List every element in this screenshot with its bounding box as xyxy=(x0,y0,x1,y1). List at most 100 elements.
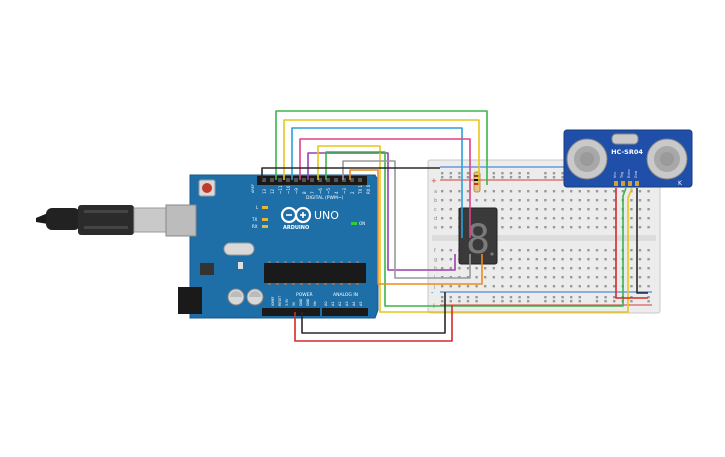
breadboard-hole[interactable] xyxy=(613,267,616,270)
breadboard-hole[interactable] xyxy=(552,199,556,202)
breadboard-hole[interactable] xyxy=(561,276,564,279)
breadboard-hole[interactable] xyxy=(501,276,504,279)
breadboard-hole[interactable] xyxy=(449,267,452,270)
breadboard-hole[interactable] xyxy=(604,300,607,303)
breadboard-hole[interactable] xyxy=(449,249,452,252)
breadboard-hole[interactable] xyxy=(527,267,530,270)
breadboard-hole[interactable] xyxy=(492,199,495,202)
breadboard-hole[interactable] xyxy=(518,285,521,288)
breadboard-hole[interactable] xyxy=(535,258,538,261)
breadboard-hole[interactable] xyxy=(621,190,624,193)
breadboard-hole[interactable] xyxy=(492,285,495,288)
breadboard-hole[interactable] xyxy=(466,199,470,202)
breadboard-hole[interactable] xyxy=(544,276,547,279)
breadboard-hole[interactable] xyxy=(458,267,461,270)
breadboard-hole[interactable] xyxy=(509,258,513,261)
breadboard-hole[interactable] xyxy=(587,226,590,229)
breadboard-hole[interactable] xyxy=(613,300,616,303)
breadboard-hole[interactable] xyxy=(509,217,513,220)
breadboard-hole[interactable] xyxy=(604,296,607,299)
breadboard-hole[interactable] xyxy=(535,217,538,220)
breadboard-hole[interactable] xyxy=(638,199,642,202)
breadboard-hole[interactable] xyxy=(647,226,650,229)
breadboard-hole[interactable] xyxy=(595,300,599,303)
breadboard-hole[interactable] xyxy=(449,258,452,261)
breadboard-hole[interactable] xyxy=(561,267,564,270)
breadboard-hole[interactable] xyxy=(518,217,521,220)
breadboard-hole[interactable] xyxy=(552,190,556,193)
breadboard-hole[interactable] xyxy=(509,172,513,175)
breadboard-hole[interactable] xyxy=(466,176,470,179)
breadboard-hole[interactable] xyxy=(544,285,547,288)
breadboard-hole[interactable] xyxy=(501,285,504,288)
breadboard-hole[interactable] xyxy=(458,190,461,193)
breadboard-hole[interactable] xyxy=(604,249,607,252)
breadboard-hole[interactable] xyxy=(492,190,495,193)
breadboard-hole[interactable] xyxy=(552,267,556,270)
breadboard-hole[interactable] xyxy=(578,285,581,288)
breadboard-hole[interactable] xyxy=(647,190,650,193)
breadboard-hole[interactable] xyxy=(458,296,461,299)
breadboard-hole[interactable] xyxy=(604,285,607,288)
breadboard-hole[interactable] xyxy=(587,285,590,288)
breadboard-hole[interactable] xyxy=(587,249,590,252)
breadboard-hole[interactable] xyxy=(475,285,478,288)
breadboard-hole[interactable] xyxy=(570,267,573,270)
breadboard-hole[interactable] xyxy=(466,285,470,288)
breadboard-hole[interactable] xyxy=(604,267,607,270)
breadboard-hole[interactable] xyxy=(647,300,650,303)
breadboard-hole[interactable] xyxy=(630,249,633,252)
breadboard-hole[interactable] xyxy=(441,172,444,175)
breadboard-hole[interactable] xyxy=(570,190,573,193)
breadboard-hole[interactable] xyxy=(613,208,616,211)
wire-black-sensor[interactable] xyxy=(636,188,648,294)
breadboard-hole[interactable] xyxy=(518,226,521,229)
breadboard-hole[interactable] xyxy=(587,258,590,261)
breadboard-hole[interactable] xyxy=(552,217,556,220)
breadboard-hole[interactable] xyxy=(535,267,538,270)
breadboard-hole[interactable] xyxy=(544,258,547,261)
breadboard-hole[interactable] xyxy=(595,226,599,229)
breadboard-hole[interactable] xyxy=(587,267,590,270)
breadboard-hole[interactable] xyxy=(449,217,452,220)
breadboard-hole[interactable] xyxy=(535,276,538,279)
breadboard-hole[interactable] xyxy=(518,208,521,211)
breadboard-hole[interactable] xyxy=(578,300,581,303)
wire-pink[interactable] xyxy=(299,138,471,238)
breadboard-hole[interactable] xyxy=(484,285,487,288)
breadboard-hole[interactable] xyxy=(638,258,642,261)
breadboard-hole[interactable] xyxy=(613,226,616,229)
breadboard-hole[interactable] xyxy=(501,258,504,261)
breadboard-hole[interactable] xyxy=(638,226,642,229)
breadboard-hole[interactable] xyxy=(527,300,530,303)
breadboard-hole[interactable] xyxy=(630,285,633,288)
breadboard-hole[interactable] xyxy=(604,276,607,279)
breadboard-hole[interactable] xyxy=(595,296,599,299)
breadboard-hole[interactable] xyxy=(570,258,573,261)
breadboard-hole[interactable] xyxy=(527,208,530,211)
wire-black-top[interactable] xyxy=(261,167,440,180)
breadboard-hole[interactable] xyxy=(570,300,573,303)
breadboard-hole[interactable] xyxy=(578,226,581,229)
breadboard-hole[interactable] xyxy=(544,296,547,299)
breadboard-hole[interactable] xyxy=(578,208,581,211)
digital-header-pins[interactable] xyxy=(262,178,362,182)
breadboard-hole[interactable] xyxy=(535,226,538,229)
breadboard-hole[interactable] xyxy=(570,276,573,279)
wire-red-sensor[interactable] xyxy=(615,188,648,299)
breadboard-hole[interactable] xyxy=(501,172,504,175)
breadboard-hole[interactable] xyxy=(501,217,504,220)
breadboard-hole[interactable] xyxy=(449,190,452,193)
breadboard-hole[interactable] xyxy=(509,199,513,202)
breadboard-hole[interactable] xyxy=(587,190,590,193)
breadboard-hole[interactable] xyxy=(518,267,521,270)
breadboard-hole[interactable] xyxy=(561,176,564,179)
wire-purple[interactable] xyxy=(307,152,456,271)
breadboard-hole[interactable] xyxy=(475,267,478,270)
breadboard-hole[interactable] xyxy=(441,296,444,299)
wire-green[interactable] xyxy=(275,110,488,185)
breadboard-hole[interactable] xyxy=(604,208,607,211)
breadboard-hole[interactable] xyxy=(630,300,633,303)
breadboard-hole[interactable] xyxy=(458,172,461,175)
breadboard-hole[interactable] xyxy=(578,217,581,220)
